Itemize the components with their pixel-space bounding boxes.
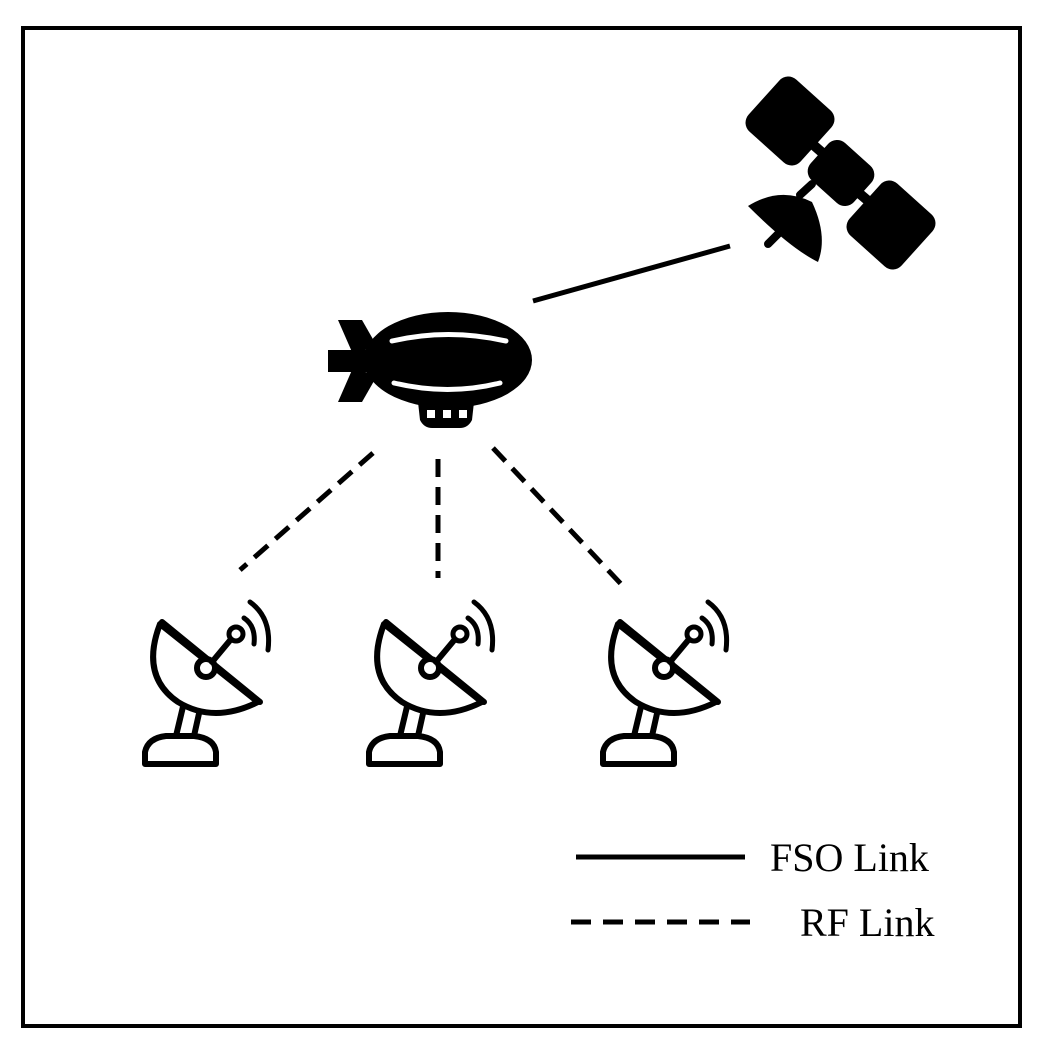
legend: FSO Link RF Link [571, 835, 934, 945]
rf-link-line-1 [238, 451, 375, 572]
satellite-icon [745, 76, 936, 270]
rf-link-line-3 [491, 446, 624, 587]
legend-fso-label: FSO Link [770, 835, 929, 880]
rf-links [238, 446, 624, 587]
fso-link-line [532, 243, 731, 304]
airship-icon [328, 312, 532, 428]
legend-rf-label: RF Link [800, 900, 934, 945]
